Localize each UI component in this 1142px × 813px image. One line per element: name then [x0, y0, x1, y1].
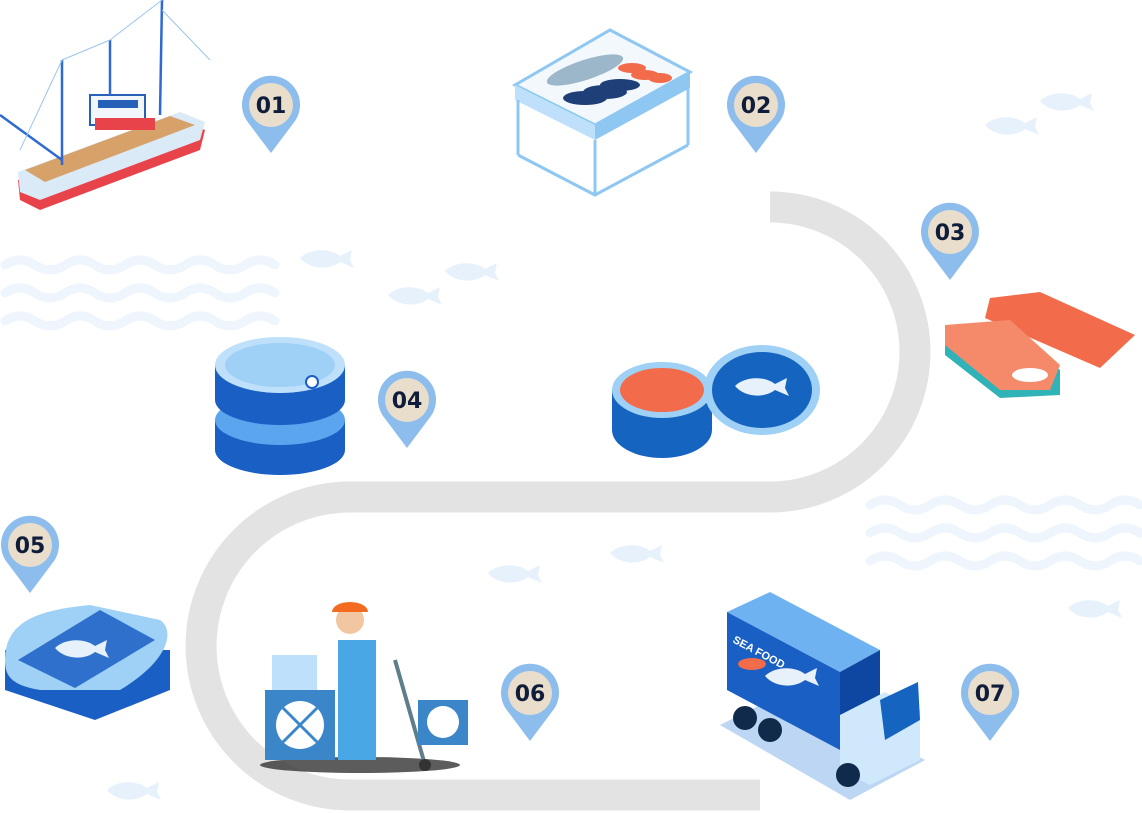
- step-number: 05: [15, 534, 46, 559]
- pin-inner-circle: [8, 523, 52, 567]
- step-number: 03: [935, 221, 966, 246]
- pin-inner-circle: [249, 83, 293, 127]
- delivery-worker-icon: [260, 602, 468, 773]
- step-number: 04: [392, 389, 423, 414]
- pin-inner-circle: [968, 671, 1012, 715]
- step-pin-05: 05: [1, 515, 59, 593]
- step-pin-03: 03: [921, 202, 980, 280]
- step-pin-06: 06: [500, 663, 559, 741]
- step-number: 07: [975, 682, 1006, 707]
- salmon-fillet-icon: [945, 292, 1135, 398]
- fishing-boat-icon: [0, 0, 211, 210]
- step-pin-01: 01: [242, 75, 300, 153]
- pin-inner-circle: [928, 210, 972, 254]
- stacked-cans-icon: [215, 337, 345, 475]
- step-pin-07: 07: [961, 663, 1019, 741]
- step-number: 01: [256, 94, 287, 119]
- step-number: 06: [515, 682, 546, 707]
- seafood-truck-icon: SEA FOOD: [720, 592, 925, 800]
- pin-inner-circle: [508, 671, 552, 715]
- step-pin-04: 04: [378, 370, 436, 448]
- step-pin-02: 02: [727, 75, 785, 153]
- background-waves-right: [870, 500, 1140, 566]
- background-waves-left: [5, 260, 275, 326]
- fish-market-stall-icon: [511, 28, 694, 197]
- sardine-tins-icon: [5, 605, 170, 720]
- open-fish-can-icon: [612, 345, 820, 458]
- pin-inner-circle: [734, 83, 778, 127]
- step-number: 02: [741, 94, 772, 119]
- pin-inner-circle: [385, 378, 429, 422]
